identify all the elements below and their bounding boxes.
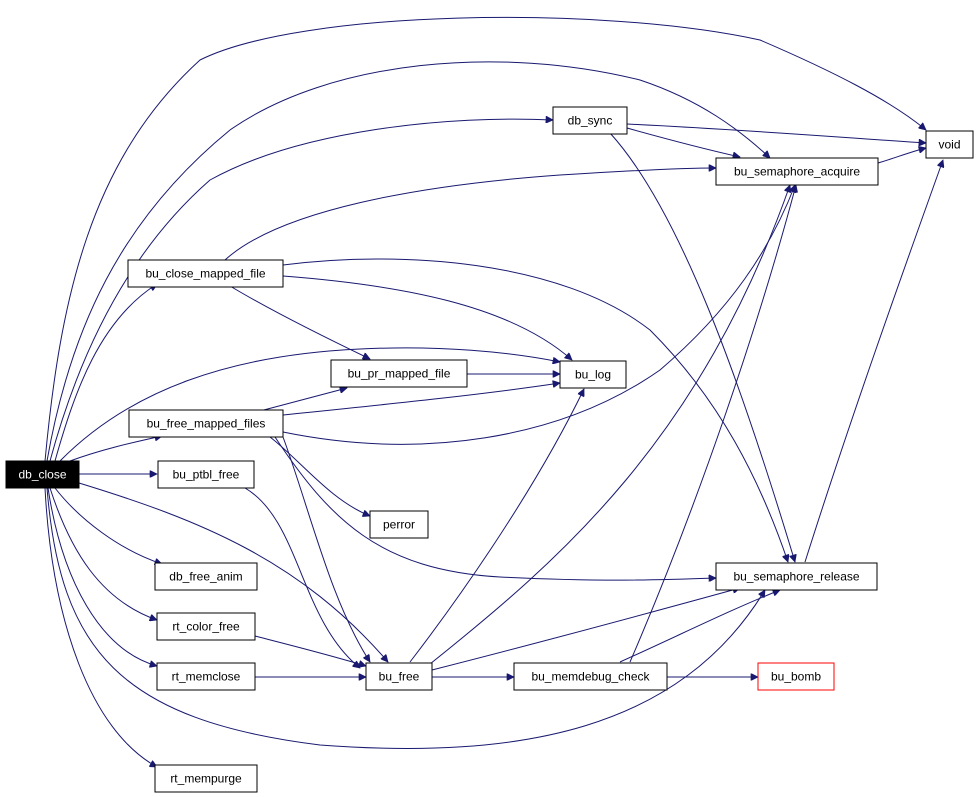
edge-bu_free-bu_semaphore_acquire (429, 185, 790, 665)
node-bu_ptbl_free[interactable]: bu_ptbl_free (157, 460, 255, 489)
node-label-rt_color_free: rt_color_free (172, 620, 240, 634)
node-bu_close_mapped_file[interactable]: bu_close_mapped_file (127, 259, 284, 288)
edge-rt_color_free-bu_free (254, 635, 366, 666)
edge-bu_close_mapped_file-bu_pr_mapped_file (229, 285, 370, 359)
node-label-bu_semaphore_release: bu_semaphore_release (733, 570, 859, 584)
edge-db_close-rt_mempurge (44, 487, 157, 768)
edge-db_sync-void (626, 123, 926, 143)
node-label-perror: perror (383, 518, 415, 532)
node-label-db_close: db_close (18, 468, 66, 482)
node-label-db_free_anim: db_free_anim (169, 570, 242, 584)
edge-bu_close_mapped_file-bu_semaphore_acquire (224, 168, 716, 261)
edge-db_close-bu_free (78, 482, 388, 662)
node-rt_mempurge[interactable]: rt_mempurge (154, 764, 258, 793)
node-rt_memclose[interactable]: rt_memclose (156, 662, 256, 691)
node-bu_pr_mapped_file[interactable]: bu_pr_mapped_file (330, 359, 468, 388)
node-label-bu_close_mapped_file: bu_close_mapped_file (145, 267, 265, 281)
edge-db_sync-bu_semaphore_release (609, 132, 795, 562)
edge-db_close-bu_close_mapped_file (54, 283, 157, 462)
node-db_free_anim[interactable]: db_free_anim (154, 562, 258, 591)
edge-bu_memdebug_check-bu_semaphore_release (619, 590, 780, 663)
edge-db_close-bu_semaphore_release (46, 487, 766, 749)
edge-db_close-rt_memclose (47, 487, 157, 666)
node-bu_free[interactable]: bu_free (365, 662, 433, 691)
node-bu_log[interactable]: bu_log (559, 360, 627, 389)
edges (44, 16, 943, 768)
edge-bu_free-bu_semaphore_release (431, 588, 740, 671)
node-label-bu_memdebug_check: bu_memdebug_check (531, 670, 650, 684)
node-label-void: void (938, 138, 960, 152)
node-label-bu_free: bu_free (379, 670, 420, 684)
edge-bu_free_mapped_files-bu_pr_mapped_file (259, 388, 347, 412)
edge-bu_free_mapped_files-bu_semaphore_release (274, 436, 716, 580)
edge-db_close-bu_log (59, 347, 560, 462)
node-label-bu_bomb: bu_bomb (771, 670, 821, 684)
node-label-rt_memclose: rt_memclose (172, 670, 241, 684)
node-label-bu_free_mapped_files: bu_free_mapped_files (147, 417, 266, 431)
edge-bu_close_mapped_file-bu_log (282, 275, 572, 360)
nodes: db_close void db_sync bu_semaphore_acqui… (5, 106, 974, 793)
edge-bu_memdebug_check-bu_semaphore_acquire (629, 185, 796, 663)
node-db_sync[interactable]: db_sync (552, 106, 628, 135)
node-label-bu_pr_mapped_file: bu_pr_mapped_file (348, 367, 451, 381)
node-bu_bomb[interactable]: bu_bomb (757, 662, 835, 691)
node-bu_semaphore_acquire[interactable]: bu_semaphore_acquire (715, 157, 879, 186)
edge-bu_free_mapped_files-bu_log (282, 383, 560, 416)
edge-bu_free_mapped_files-perror (269, 436, 370, 516)
node-label-bu_ptbl_free: bu_ptbl_free (173, 468, 240, 482)
edge-db_close-bu_semaphore_acquire (46, 61, 770, 462)
edge-bu_free_mapped_files-bu_semaphore_acquire (282, 185, 795, 445)
edge-bu_semaphore_release-void (804, 160, 943, 563)
node-db_close[interactable]: db_close (5, 460, 80, 489)
edge-bu_free-bu_log (409, 389, 585, 663)
edge-bu_close_mapped_file-bu_semaphore_release (282, 258, 788, 562)
edge-db_close-bu_free_mapped_files (69, 436, 162, 462)
node-label-rt_mempurge: rt_mempurge (170, 772, 242, 786)
node-bu_free_mapped_files[interactable]: bu_free_mapped_files (128, 409, 284, 438)
edge-bu_ptbl_free-bu_free (244, 487, 360, 668)
node-rt_color_free[interactable]: rt_color_free (156, 612, 256, 641)
node-bu_memdebug_check[interactable]: bu_memdebug_check (513, 662, 668, 691)
edge-bu_free_mapped_files-bu_free (282, 436, 370, 662)
node-label-bu_log: bu_log (575, 368, 611, 382)
edge-db_close-void (44, 16, 926, 462)
node-void[interactable]: void (925, 130, 974, 159)
node-label-db_sync: db_sync (568, 114, 613, 128)
node-label-bu_semaphore_acquire: bu_semaphore_acquire (734, 165, 860, 179)
edge-db_close-db_free_anim (54, 487, 162, 564)
edge-db_close-rt_color_free (49, 487, 157, 620)
node-bu_semaphore_release[interactable]: bu_semaphore_release (715, 562, 878, 591)
edge-bu_semaphore_acquire-void (877, 148, 926, 164)
node-perror[interactable]: perror (369, 510, 429, 539)
edge-db_sync-bu_semaphore_acquire (626, 127, 740, 157)
edge-db_close-db_sync (49, 119, 553, 462)
